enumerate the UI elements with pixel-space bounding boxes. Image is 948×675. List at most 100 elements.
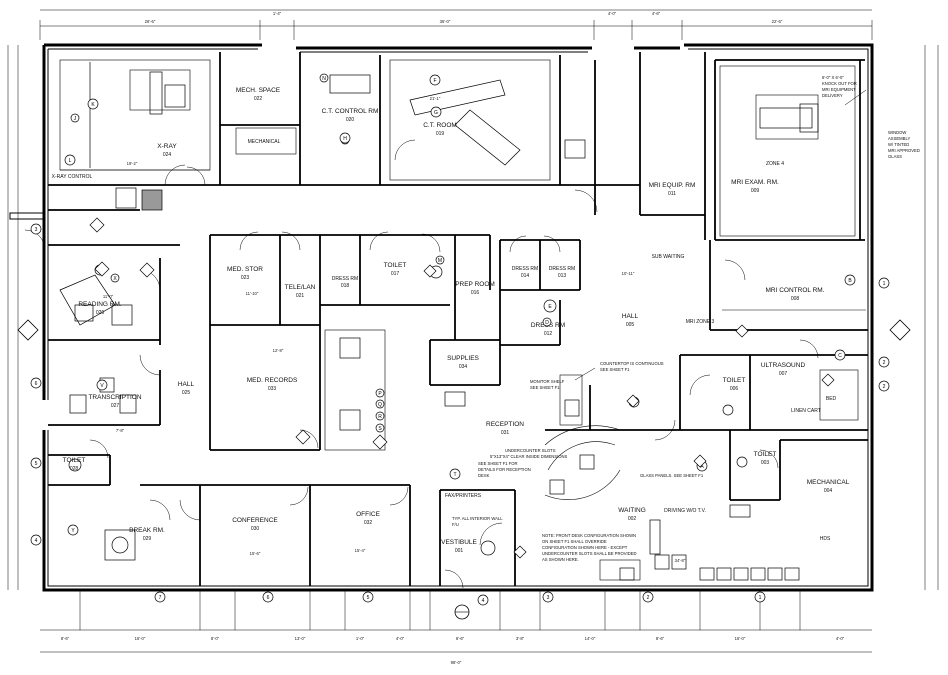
room-hall-025-name: HALL	[178, 381, 195, 388]
room-toilet-017-name: TOILET	[384, 262, 407, 269]
idim-10: 10'-11"	[622, 271, 635, 276]
room-hall-025-num: 025	[182, 390, 191, 396]
room-dress-b-name: DRESS RM	[512, 266, 538, 272]
dim-bottom-4: 13'-0"	[295, 636, 306, 641]
note-front-desk-1: NOTE: FRONT DESK CONFIGURATION SHOWN	[542, 533, 636, 538]
equipment-tag-r: Q	[375, 399, 385, 409]
exterior-walls	[9, 43, 874, 592]
svg-text:Y: Y	[71, 528, 75, 534]
grid-tag-bottom-3: 5	[362, 591, 374, 603]
note-see-f1-1: SEE SHEET F1 FOR	[478, 461, 517, 466]
room-toilet-028-num: 028	[70, 466, 79, 472]
svg-text:C: C	[838, 353, 842, 359]
equipment-tag-m: L	[64, 154, 76, 166]
room-supplies-num: 034	[459, 364, 468, 370]
equipment-tag-b: B	[844, 274, 856, 286]
grid-tag-right-1: 2	[878, 356, 890, 368]
note-knockout-1: 6'-0" X 6'-0"	[822, 75, 844, 80]
dim-bottom-7: 6'-6"	[456, 636, 465, 641]
dim-bottom-5: 1'-0"	[356, 636, 365, 641]
diamond-markers	[89, 217, 835, 559]
note-glass-panels: GLASS PANELS. SEE SHEET F1	[640, 473, 704, 478]
idim-3: 21'-1"	[430, 96, 441, 101]
idim-1: 19'-2"	[127, 161, 138, 166]
room-hall-005-num: 005	[626, 322, 635, 328]
room-vestibule-name: VESTIBULE	[441, 539, 477, 546]
grid-tag-bottom-5: 3	[542, 591, 554, 603]
idim-9: 11'-0"	[103, 294, 114, 299]
equipment-tag-q: P	[375, 388, 385, 398]
room-reception-name: RECEPTION	[486, 421, 524, 428]
idim-5: 7'-8"	[116, 428, 125, 433]
interior-walls	[48, 52, 868, 586]
note-window-3: W/ TINTED	[888, 142, 909, 147]
svg-text:E: E	[548, 304, 552, 310]
room-mech-space-name: MECH. SPACE	[236, 87, 281, 94]
idim-7: 15'-4"	[355, 548, 366, 553]
room-toilet-006-name: TOILET	[723, 377, 746, 384]
room-toilet-006-num: 006	[730, 386, 739, 392]
room-ultrasound-name: ULTRASOUND	[761, 362, 806, 369]
room-mech-space-num: 022	[254, 96, 263, 102]
room-mri-exam-num: 009	[751, 188, 760, 194]
room-med-records-num: 033	[268, 386, 277, 392]
grid-tag-left-3: 4	[30, 534, 42, 546]
dim-bottom-6: 4'-0"	[396, 636, 405, 641]
svg-text:A: A	[700, 464, 704, 470]
room-transcription-name: TRANSCRIPTION	[88, 394, 141, 401]
room-med-stor-name: MED. STOR	[227, 266, 263, 273]
room-prep-name: PREP ROOM	[455, 281, 495, 288]
svg-text:3: 3	[547, 595, 550, 601]
note-knockout-2: KNOCK OUT FOR	[822, 81, 857, 86]
svg-text:3: 3	[35, 227, 38, 233]
dim-bottom-11: 16'-0"	[735, 636, 746, 641]
note-typ-interior-1: TYP. ALL INTERIOR WALL	[452, 516, 503, 521]
bottom-ticks	[79, 590, 801, 630]
svg-text:M: M	[438, 258, 442, 264]
equipment-tag-s: R	[375, 411, 385, 421]
bed-label: BED	[826, 396, 837, 402]
dimension-strings: 26'-6" 1'-4" 35'-0" 4'-0" 4'-6" 22'-6" 8…	[7, 9, 939, 665]
svg-text:2: 2	[647, 595, 650, 601]
room-ct-name: C.T. ROOM	[423, 122, 457, 129]
room-med-records-name: MED. RECORDS	[247, 377, 298, 384]
svg-text:K: K	[91, 102, 95, 108]
svg-text:B: B	[848, 278, 852, 284]
note-undercounter-1: UNDERCOUNTER SLOTS	[505, 448, 556, 453]
room-toilet-003-num: 003	[761, 460, 770, 466]
equipment-tag-n: M	[435, 255, 445, 265]
room-waiting-num: 002	[628, 516, 637, 522]
room-mechanical-num: 004	[824, 488, 833, 494]
note-knockout-3: MRI EQUIPMENT	[822, 87, 856, 92]
mri-zone-3: MRI ZONE 3	[686, 319, 715, 325]
svg-text:V: V	[100, 383, 104, 389]
dim-overall: 98'-0"	[451, 660, 462, 665]
svg-text:2: 2	[883, 384, 886, 390]
svg-text:1: 1	[883, 281, 886, 287]
grid-tag-right-3: 2	[878, 380, 890, 392]
grid-tag-right-2: 1	[878, 277, 890, 289]
grid-tag-bottom-4: 4	[477, 594, 489, 606]
room-mri-exam-name: MRI EXAM. RM.	[731, 179, 779, 186]
room-prep-num: 016	[471, 290, 480, 296]
room-dress-d-num: 012	[544, 331, 553, 337]
room-toilet-003-name: TOILET	[754, 451, 777, 458]
note-monitor-1: MONITOR SHELF	[530, 379, 565, 384]
equipment-tag-k: J	[70, 113, 80, 123]
room-mechanical-name: MECHANICAL	[807, 479, 850, 486]
note-see-f1-2: DETAILS FOR RECEPTION	[478, 467, 531, 472]
idim-6: 15'-6"	[250, 551, 261, 556]
svg-text:L: L	[69, 158, 72, 164]
room-reception-num: 031	[501, 430, 510, 436]
note-knockout-4: DELIVERY	[822, 93, 843, 98]
sub-waiting-label: SUB WAITING	[652, 254, 685, 260]
svg-text:N: N	[322, 76, 326, 82]
room-break-name: BREAK RM.	[129, 527, 165, 534]
grid-tag-bottom-2: 6	[262, 591, 274, 603]
note-monitor-2: SEE SHEET F1	[530, 385, 560, 390]
equipment-tag-e: E	[543, 299, 557, 313]
door-swings	[24, 139, 819, 589]
note-window-1: WINDOW	[888, 130, 906, 135]
room-tele-lan-num: 021	[296, 293, 305, 299]
svg-text:2: 2	[883, 360, 886, 366]
